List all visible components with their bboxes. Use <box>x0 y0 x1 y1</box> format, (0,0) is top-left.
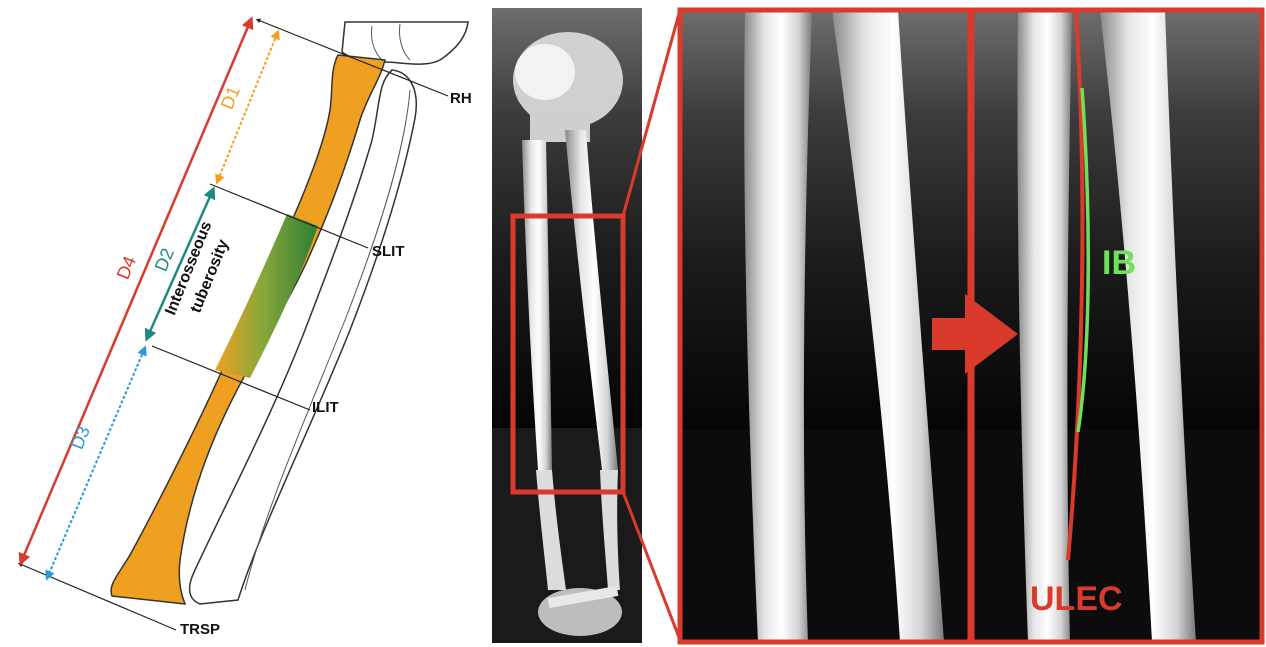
zoom-panels: IB ULEC <box>680 10 1262 642</box>
ulec-label: ULEC <box>1030 580 1123 618</box>
full-xray <box>492 8 680 643</box>
radius-diagram: D1 D2 D3 D4 Interosseous tuberosity RH S… <box>20 20 472 638</box>
d4-label: D4 <box>113 253 140 282</box>
ilit-label: ILIT <box>312 399 339 416</box>
d4-arrow <box>22 22 250 560</box>
d2-label: D2 <box>151 245 178 274</box>
trsp-label: TRSP <box>180 621 220 638</box>
ulna-outline <box>190 70 417 604</box>
ib-label: IB <box>1102 244 1136 282</box>
d3-label: D3 <box>67 423 94 452</box>
zoom-panel-before <box>680 10 970 642</box>
zoom-panel-after: IB ULEC <box>972 10 1262 642</box>
rh-label: RH <box>450 90 472 107</box>
slit-label: SLIT <box>372 243 405 260</box>
